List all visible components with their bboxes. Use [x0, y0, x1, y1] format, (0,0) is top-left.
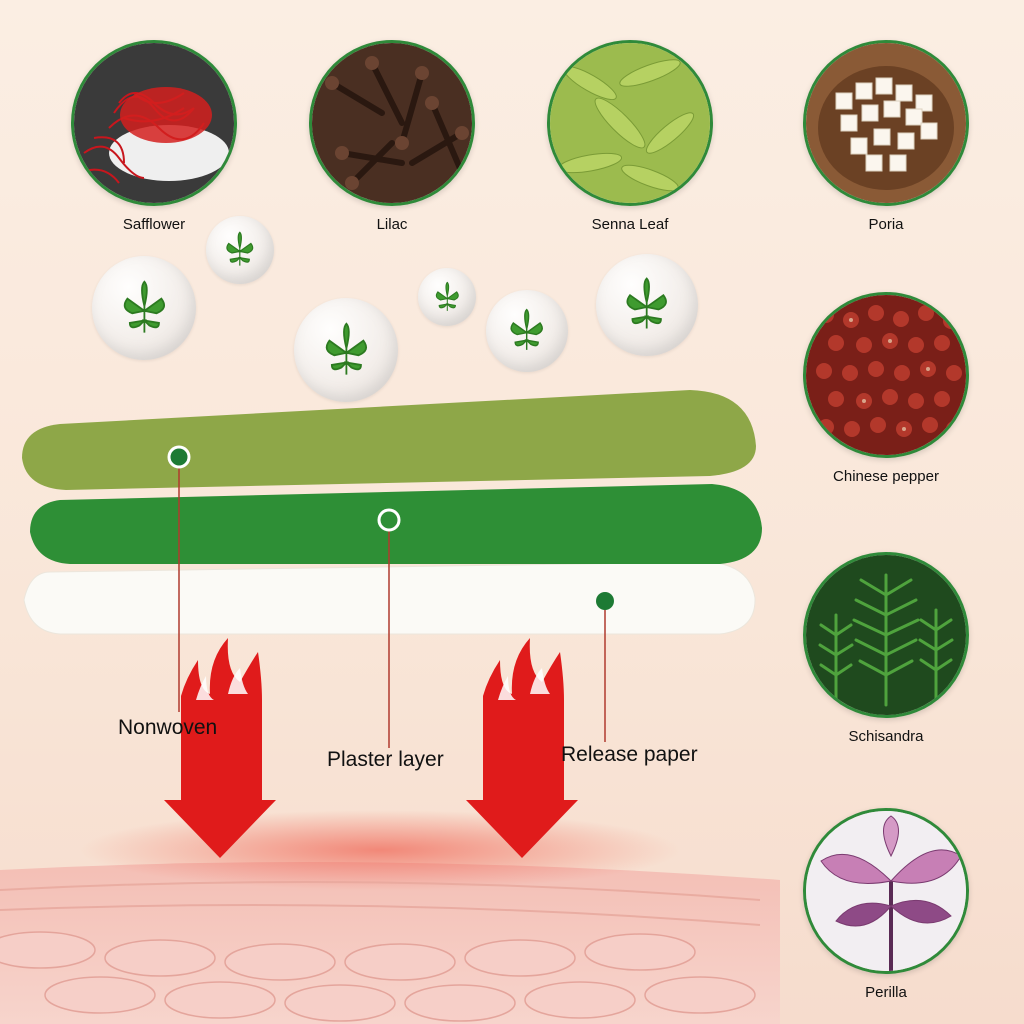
chinese-pepper-image: [803, 292, 969, 458]
senna-leaf-image: [547, 40, 713, 206]
herb-label: Lilac: [376, 216, 408, 233]
schisandra-image: [803, 552, 969, 718]
safflower-image: [71, 40, 237, 206]
release-paper-label: Release paper: [561, 743, 698, 766]
herb-leaf-bubble-icon: [486, 290, 568, 372]
herb-leaf-bubble-icon: [418, 268, 476, 326]
herb-perilla: Perilla: [802, 808, 970, 1001]
nonwoven-label: Nonwoven: [118, 716, 218, 739]
herb-label: Schisandra: [848, 728, 924, 745]
herb-label: Perilla: [865, 984, 907, 1001]
herb-leaf-bubble-icon: [596, 254, 698, 356]
nonwoven-marker: [167, 445, 191, 712]
herb-leaf-bubble-icon: [92, 256, 196, 360]
plaster-layer-marker: [377, 508, 401, 748]
herb-senna-leaf: Senna Leaf: [546, 40, 714, 233]
release-paper-marker: [596, 592, 614, 742]
herb-leaf-bubble-icon: [294, 298, 398, 402]
herb-lilac: Lilac: [308, 40, 476, 233]
herb-chinese-pepper: Chinese pepper: [802, 292, 970, 485]
herb-safflower: Safflower: [70, 40, 238, 233]
perilla-image: [803, 808, 969, 974]
skin-surface: [0, 810, 780, 1024]
herb-schisandra: Schisandra: [802, 552, 970, 745]
herb-poria: Poria: [802, 40, 970, 233]
herb-label: Senna Leaf: [591, 216, 669, 233]
nonwoven-layer: [22, 390, 756, 490]
herb-label: Safflower: [122, 216, 186, 233]
flame-arrow-down-icon: [164, 638, 276, 858]
herb-label: Chinese pepper: [833, 468, 939, 485]
lilac-image: [309, 40, 475, 206]
plaster-layer-label: Plaster layer: [327, 748, 444, 771]
herb-label: Poria: [868, 216, 904, 233]
poria-image: [803, 40, 969, 206]
herb-leaf-bubble-icon: [206, 216, 274, 284]
flame-arrow-down-icon: [466, 638, 578, 858]
